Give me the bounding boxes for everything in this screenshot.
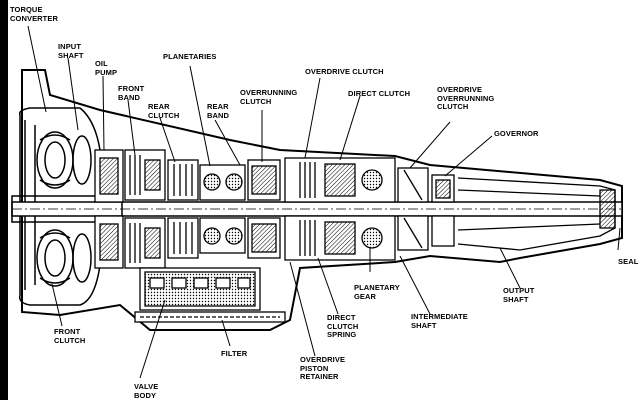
label-seal: SEAL (618, 257, 639, 266)
front-clutch-drum (124, 149, 166, 269)
torque-converter-torus-bottom (36, 229, 92, 287)
label-overrunning-clutch: OVERRUNNING CLUTCH (240, 88, 298, 106)
label-planetary-gear: PLANETARY GEAR (354, 283, 400, 301)
label-front-clutch: FRONT CLUTCH (54, 327, 86, 345)
label-intermediate-shaft: INTERMEDIATE SHAFT (411, 312, 468, 330)
planetary-gearsets (199, 164, 246, 254)
left-border-strip (0, 0, 8, 400)
leader-lines (27, 25, 621, 379)
overdrive-overrunning-clutch (397, 167, 429, 251)
rear-band-overrunning-clutch (247, 159, 281, 259)
torque-converter-torus-top (36, 131, 92, 189)
label-overdrive-overrunning-clutch: OVERDRIVE OVERRUNNING CLUTCH (437, 85, 495, 111)
label-rear-band: REAR BAND (207, 102, 230, 120)
label-direct-clutch-spring: DIRECT CLUTCH SPRING (327, 313, 359, 339)
extension-housing (457, 177, 616, 251)
rear-clutch-pack (167, 159, 199, 259)
label-rear-clutch: REAR CLUTCH (148, 102, 180, 120)
label-torque-converter: TORQUE CONVERTER (10, 5, 58, 23)
label-front-band: FRONT BAND (118, 84, 145, 102)
label-oil-pump: OIL PUMP (95, 59, 118, 77)
valve-body-assembly (134, 267, 286, 323)
oil-pump-body (94, 149, 124, 269)
label-planetaries: PLANETARIES (163, 52, 217, 61)
label-overdrive-clutch: OVERDRIVE CLUTCH (305, 67, 384, 76)
label-overdrive-piston-retainer: OVERDRIVE PISTON RETAINER (300, 355, 346, 381)
label-governor: GOVERNOR (494, 129, 539, 138)
transmission-housing (21, 69, 623, 331)
label-direct-clutch: DIRECT CLUTCH (348, 89, 411, 98)
label-filter: FILTER (221, 349, 248, 358)
label-input-shaft: INPUT SHAFT (58, 42, 84, 60)
governor-body (431, 174, 455, 247)
overdrive-unit (284, 157, 396, 261)
label-output-shaft: OUTPUT SHAFT (503, 286, 535, 304)
label-valve-body: VALVE BODY (134, 382, 159, 400)
